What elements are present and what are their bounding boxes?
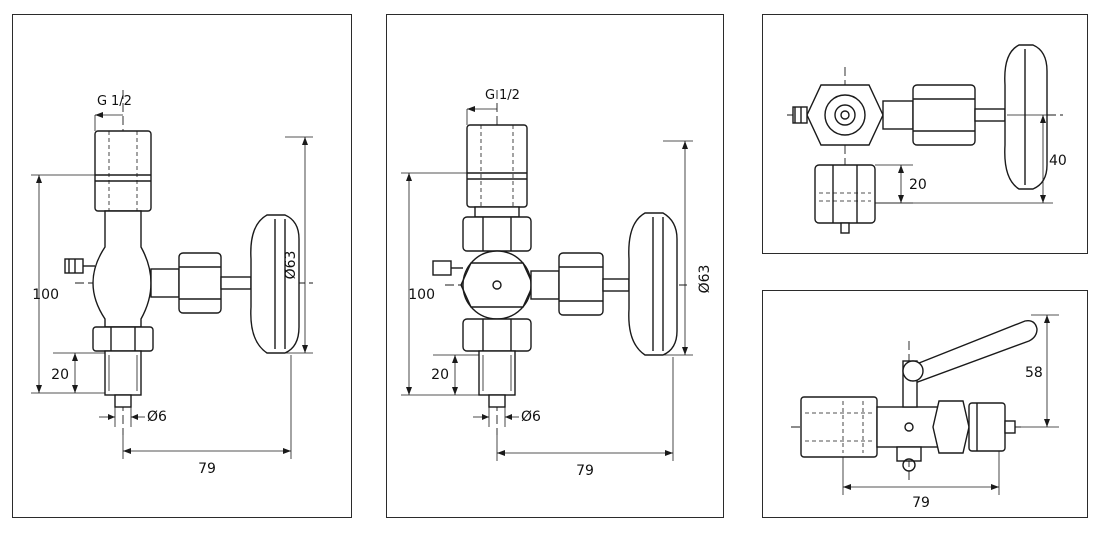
bonnet-nut [178,252,222,314]
top-hex-socket [466,124,528,208]
right-fitting [968,402,1006,452]
dim-height-label: 100 [32,287,59,303]
lower-hex-nut [814,164,876,224]
dim-left-label: 20 [909,177,927,193]
spindle [974,108,1006,122]
left-socket [800,396,878,458]
bonnet-neck [150,268,180,298]
lower-hex-nut [462,318,532,352]
dim-right-label: 40 [1049,153,1067,169]
dim-width-label: 79 [576,463,594,479]
dim-bottom-label: 20 [431,367,449,383]
thread-fraction: 1/2 [111,94,132,109]
dim-handwheel-label: Ø63 [697,265,713,294]
hex-body [806,84,884,146]
dim-width-label: 79 [198,461,216,477]
dim-handwheel-label: Ø63 [283,251,299,280]
dim-width-label: 79 [912,495,930,511]
lower-hex-nut [92,326,154,352]
dim-pin-label: Ø6 [521,409,541,425]
threaded-spigot [104,350,142,396]
lever-valve-drawing: 58 79 [791,314,1059,511]
top-hex-socket [94,130,152,212]
dim-pin-label: Ø6 [147,409,167,425]
bonnet-neck [530,270,560,300]
drawing-panel-straight-valve: G 1/2 100 20 Ø6 Ø63 79 [12,14,352,518]
bonnet-neck [882,100,914,130]
ball-valve-drawing: G 1/2 100 20 Ø6 Ø63 79 [401,88,713,479]
right-hex-nut [932,400,970,454]
bonnet-nut [558,252,604,316]
straight-valve-drawing: G 1/2 100 20 Ø6 Ø63 79 [31,90,313,477]
vent-screw [64,258,84,274]
bonnet-nut [912,84,976,146]
spindle [220,276,252,290]
thread-label: G [97,94,107,109]
vent-screw [792,106,808,124]
threaded-spigot [478,350,516,396]
top-view-drawing: 20 40 [787,44,1067,235]
bottom-plug [896,446,922,462]
spindle [602,278,630,292]
lever-handle [908,319,1038,384]
valve-body [92,210,152,328]
drawing-panel-ball-valve: G 1/2 100 20 Ø6 Ø63 79 [386,14,724,518]
thread-label: G [485,88,495,103]
dim-lever-label: 58 [1025,365,1043,381]
pin [114,394,132,408]
drawing-panel-lever-valve: 58 79 [762,290,1088,518]
dim-bottom-label: 20 [51,367,69,383]
drawing-panel-top-view: 20 40 [762,14,1088,254]
handwheel [1004,44,1048,190]
thread-fraction: 1/2 [499,88,520,103]
pin [488,394,506,408]
dim-height-label: 100 [408,287,435,303]
upper-hex-nut [462,216,532,252]
vent-screw [432,260,452,276]
